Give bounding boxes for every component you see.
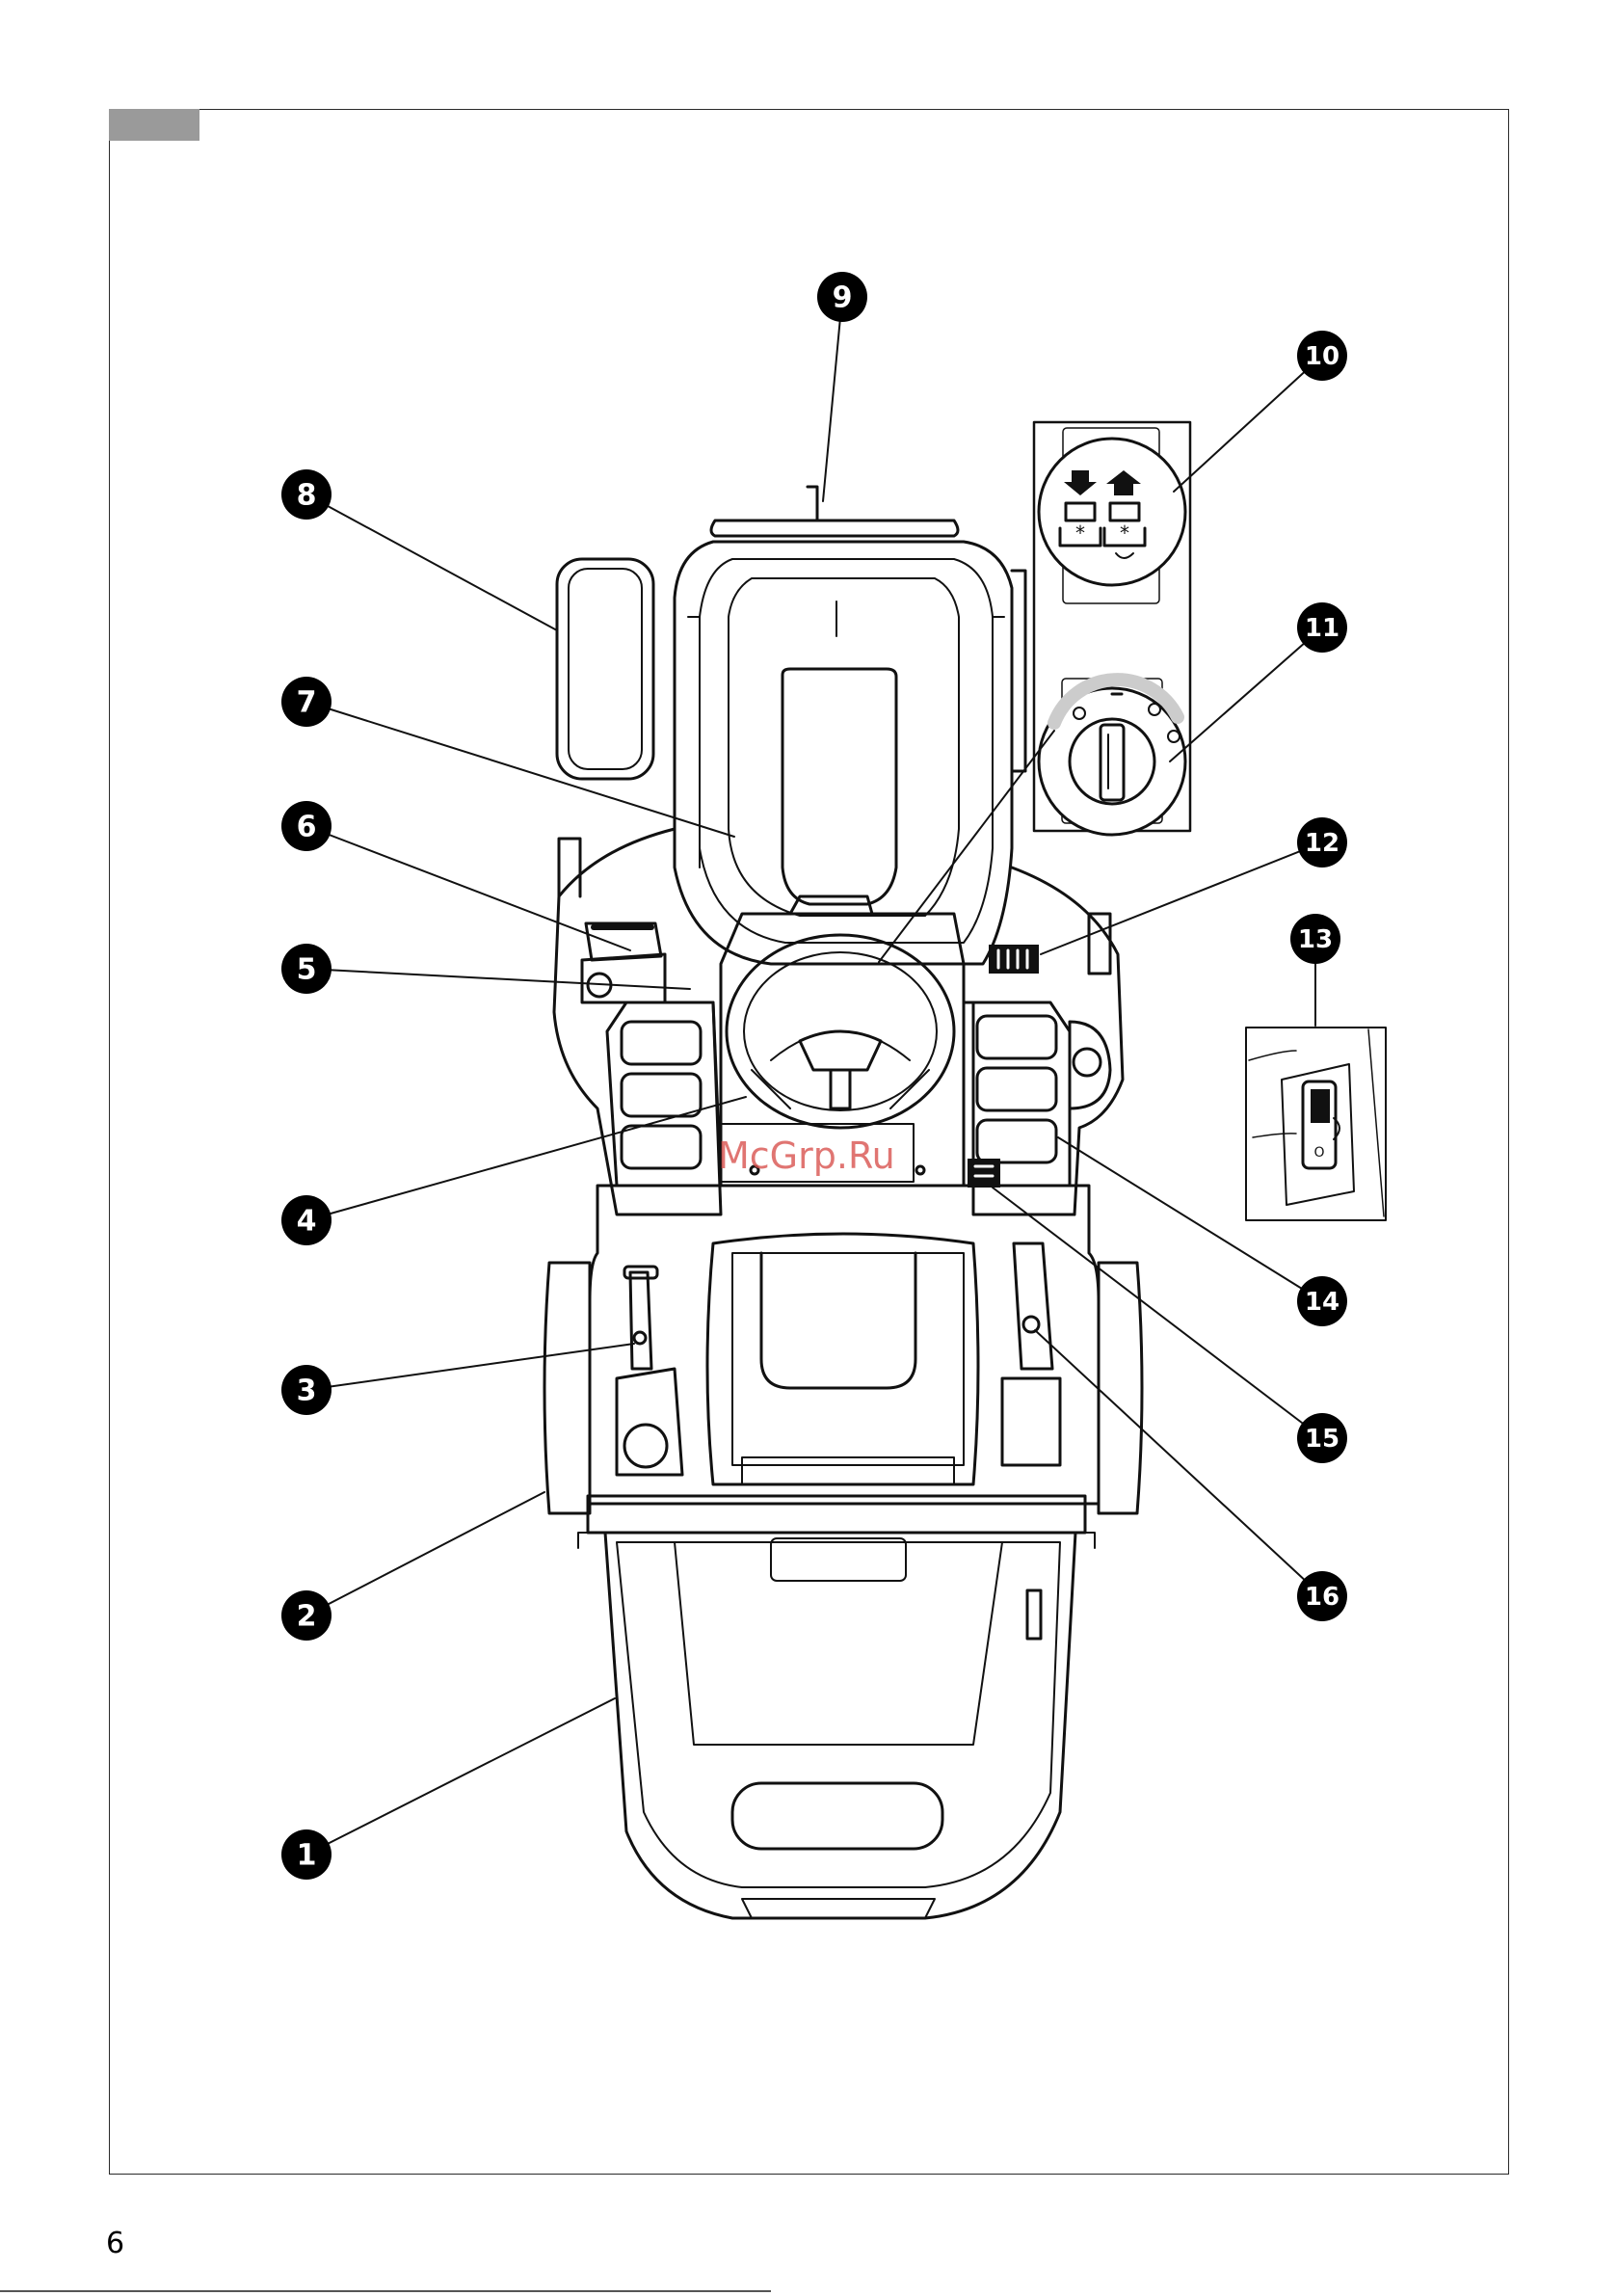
left-vent-panel xyxy=(607,1002,721,1186)
grass-catcher xyxy=(578,1496,1095,1918)
callout-number: 3 xyxy=(297,1375,317,1408)
callout-13: 13 xyxy=(1290,914,1340,964)
callout-number: 9 xyxy=(833,281,853,315)
front-bumper xyxy=(711,487,958,536)
front-right-wheel xyxy=(1012,571,1025,771)
callout-2: 2 xyxy=(281,1590,332,1641)
callout-number: 1 xyxy=(297,1839,317,1873)
callout-11: 11 xyxy=(1297,602,1347,653)
callout-15: 15 xyxy=(1297,1413,1347,1463)
callout-9: 9 xyxy=(817,272,867,322)
callout-6: 6 xyxy=(281,801,332,851)
page-number: 6 xyxy=(106,2227,124,2260)
cutting-height-lever xyxy=(582,923,665,1002)
callout-4: 4 xyxy=(281,1195,332,1245)
cutting-height-icon xyxy=(989,945,1039,974)
footer-rule xyxy=(0,2290,771,2292)
callout-number: 10 xyxy=(1305,342,1339,371)
callout-3: 3 xyxy=(281,1365,332,1415)
callout-16: 16 xyxy=(1297,1571,1347,1621)
callout-number: 2 xyxy=(297,1600,317,1634)
callout-number: 16 xyxy=(1305,1583,1339,1612)
control-panel-inset xyxy=(1034,422,1190,835)
fuel-cap xyxy=(617,1369,682,1475)
callout-number: 7 xyxy=(297,686,317,720)
callout-number: 4 xyxy=(297,1205,317,1239)
parking-brake-lever xyxy=(1002,1243,1060,1465)
callout-10: 10 xyxy=(1297,331,1347,381)
callout-number: 6 xyxy=(297,811,317,844)
svg-text:*: * xyxy=(1120,521,1129,545)
callout-7: 7 xyxy=(281,677,332,727)
hood xyxy=(675,542,1012,964)
rocker-switch-inset xyxy=(1246,1028,1386,1220)
callout-number: 13 xyxy=(1298,925,1333,954)
callout-number: 8 xyxy=(297,479,317,513)
callout-1: 1 xyxy=(281,1829,332,1880)
watermark-text: McGrp.Ru xyxy=(718,1135,895,1177)
callout-5: 5 xyxy=(281,944,332,994)
svg-text:*: * xyxy=(1075,521,1085,545)
callout-8: 8 xyxy=(281,469,332,520)
svg-text:O: O xyxy=(1313,1145,1324,1161)
callout-number: 14 xyxy=(1305,1288,1339,1317)
callout-number: 5 xyxy=(297,953,317,987)
right-vent-panel xyxy=(964,1002,1070,1186)
callout-number: 11 xyxy=(1305,614,1339,643)
rocker-switch-icon: O xyxy=(1303,1081,1339,1168)
callout-number: 12 xyxy=(1305,829,1339,858)
callout-number: 15 xyxy=(1305,1425,1339,1454)
callout-14: 14 xyxy=(1297,1276,1347,1326)
front-left-wheel xyxy=(557,559,653,779)
seat xyxy=(707,1234,978,1484)
gear-lever xyxy=(624,1267,657,1369)
callout-12: 12 xyxy=(1297,817,1347,868)
speed-symbol-icon xyxy=(968,1159,1000,1188)
